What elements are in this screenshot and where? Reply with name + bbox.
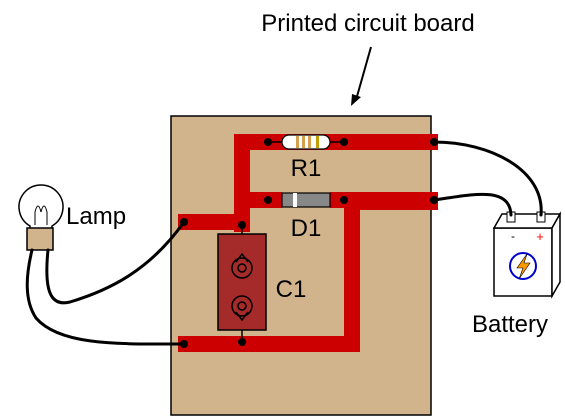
- resistor-band-4: [316, 136, 319, 148]
- capacitor-c1: [217, 221, 267, 346]
- battery: - +: [492, 211, 562, 299]
- title-arrow-line: [355, 46, 372, 101]
- diode-pad-left: [264, 196, 272, 204]
- diode-d1: [264, 192, 348, 208]
- resistor-band-1: [296, 136, 299, 148]
- battery-positive-mark: +: [536, 229, 544, 244]
- wires: [25, 140, 543, 346]
- battery-label: Battery: [472, 311, 548, 338]
- wire-battery-positive: [432, 140, 543, 217]
- diode-pad-right: [340, 196, 348, 204]
- trace-r1: [234, 134, 438, 200]
- capacitor-pad-top: [238, 221, 246, 229]
- lamp-bulb: [18, 184, 64, 233]
- resistor-pad-left: [264, 138, 272, 146]
- trace-bottom: [178, 194, 438, 352]
- lamp-label: Lamp: [66, 203, 126, 230]
- battery-top: [492, 213, 562, 229]
- wire-lamp-bottom: [25, 248, 186, 346]
- resistor-band-2: [302, 136, 305, 148]
- battery-side: [551, 211, 561, 299]
- capacitor-terminal-bottom: [231, 295, 253, 317]
- wire-lamp-top: [45, 220, 186, 305]
- title-arrow-head: [351, 94, 361, 106]
- wire-battery-negative: [432, 192, 513, 217]
- diode-label: D1: [291, 215, 322, 242]
- diode-cathode-band: [293, 193, 297, 207]
- lamp: [18, 184, 64, 251]
- lamp-base: [26, 227, 54, 251]
- resistor-label: R1: [291, 155, 322, 182]
- resistor-r1: [264, 134, 348, 150]
- battery-negative-mark: -: [511, 229, 515, 243]
- lightning-bolt-icon: [516, 253, 531, 280]
- capacitor-label: C1: [276, 276, 307, 303]
- capacitor-pad-bottom: [238, 338, 246, 346]
- diagram-title: Printed circuit board: [261, 10, 474, 37]
- resistor-pad-right: [340, 138, 348, 146]
- capacitor-terminal-top: [231, 257, 253, 279]
- resistor-band-3: [308, 136, 311, 148]
- resistor-body: [281, 134, 331, 150]
- lamp-filament: [34, 205, 48, 225]
- circuit-board: [170, 115, 432, 416]
- diode-body: [281, 192, 331, 208]
- capacitor-body: [217, 233, 267, 331]
